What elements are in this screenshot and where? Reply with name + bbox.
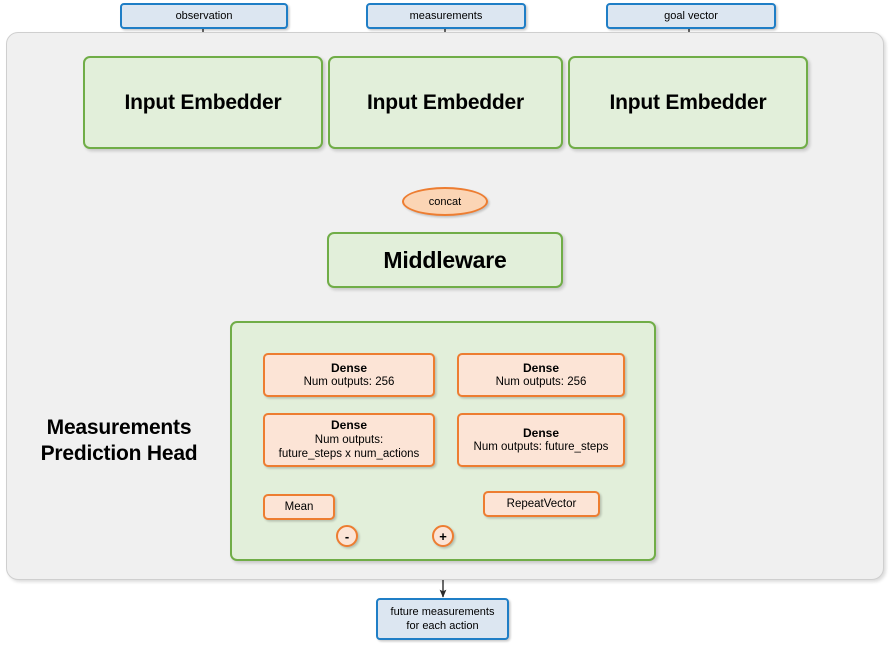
- right-dense-1-detail: Num outputs: 256: [495, 376, 587, 388]
- input-box-observation: observation: [120, 3, 288, 29]
- left-dense-2-detail-1: Num outputs:: [314, 433, 384, 446]
- left-dense-2-name: Dense: [330, 418, 368, 433]
- repeat-vector-node: RepeatVector: [483, 491, 600, 517]
- concat-node: concat: [402, 187, 488, 216]
- input-box-measurements: measurements: [366, 3, 526, 29]
- measurements-prediction-head-title: Measurements Prediction Head: [16, 411, 222, 471]
- left-dense-1: Dense Num outputs: 256: [263, 353, 435, 397]
- add-operator-label: +: [439, 528, 447, 544]
- concat-label: concat: [428, 195, 462, 208]
- middleware-block: Middleware: [327, 232, 563, 288]
- subtract-operator: -: [336, 525, 358, 547]
- middleware-label: Middleware: [383, 246, 507, 273]
- output-box-future-measurements: future measurements for each action: [376, 598, 509, 640]
- repeat-vector-label: RepeatVector: [506, 497, 577, 510]
- input-embedder-label-2: Input Embedder: [366, 90, 525, 114]
- right-dense-1-name: Dense: [522, 360, 560, 375]
- input-label-measurements: measurements: [409, 10, 483, 22]
- right-dense-2: Dense Num outputs: future_steps: [457, 413, 625, 467]
- left-dense-2: Dense Num outputs: future_steps x num_ac…: [263, 413, 435, 467]
- head-title-line1: Measurements: [46, 416, 192, 439]
- subtract-operator-label: -: [344, 528, 350, 544]
- left-dense-1-name: Dense: [330, 360, 368, 375]
- right-dense-1: Dense Num outputs: 256: [457, 353, 625, 397]
- input-embedder-label-1: Input Embedder: [124, 90, 282, 114]
- input-box-goal-vector: goal vector: [606, 3, 776, 29]
- input-embedder-block-3: Input Embedder: [568, 56, 808, 149]
- input-label-observation: observation: [175, 10, 233, 22]
- right-dense-2-detail: Num outputs: future_steps: [473, 441, 609, 453]
- input-embedder-block-2: Input Embedder: [328, 56, 563, 149]
- left-dense-2-detail-2: future_steps x num_actions: [278, 448, 420, 461]
- add-operator: +: [432, 525, 454, 547]
- output-label-line2: for each action: [406, 620, 479, 632]
- input-label-goal-vector: goal vector: [664, 10, 718, 22]
- left-dense-1-detail: Num outputs: 256: [303, 376, 395, 388]
- input-embedder-block-1: Input Embedder: [83, 56, 323, 149]
- mean-node: Mean: [263, 494, 335, 520]
- output-label-line1: future measurements: [390, 606, 495, 618]
- right-dense-2-name: Dense: [522, 425, 560, 440]
- input-embedder-label-3: Input Embedder: [609, 90, 767, 114]
- head-title-line2: Prediction Head: [40, 442, 198, 465]
- mean-label: Mean: [284, 500, 314, 513]
